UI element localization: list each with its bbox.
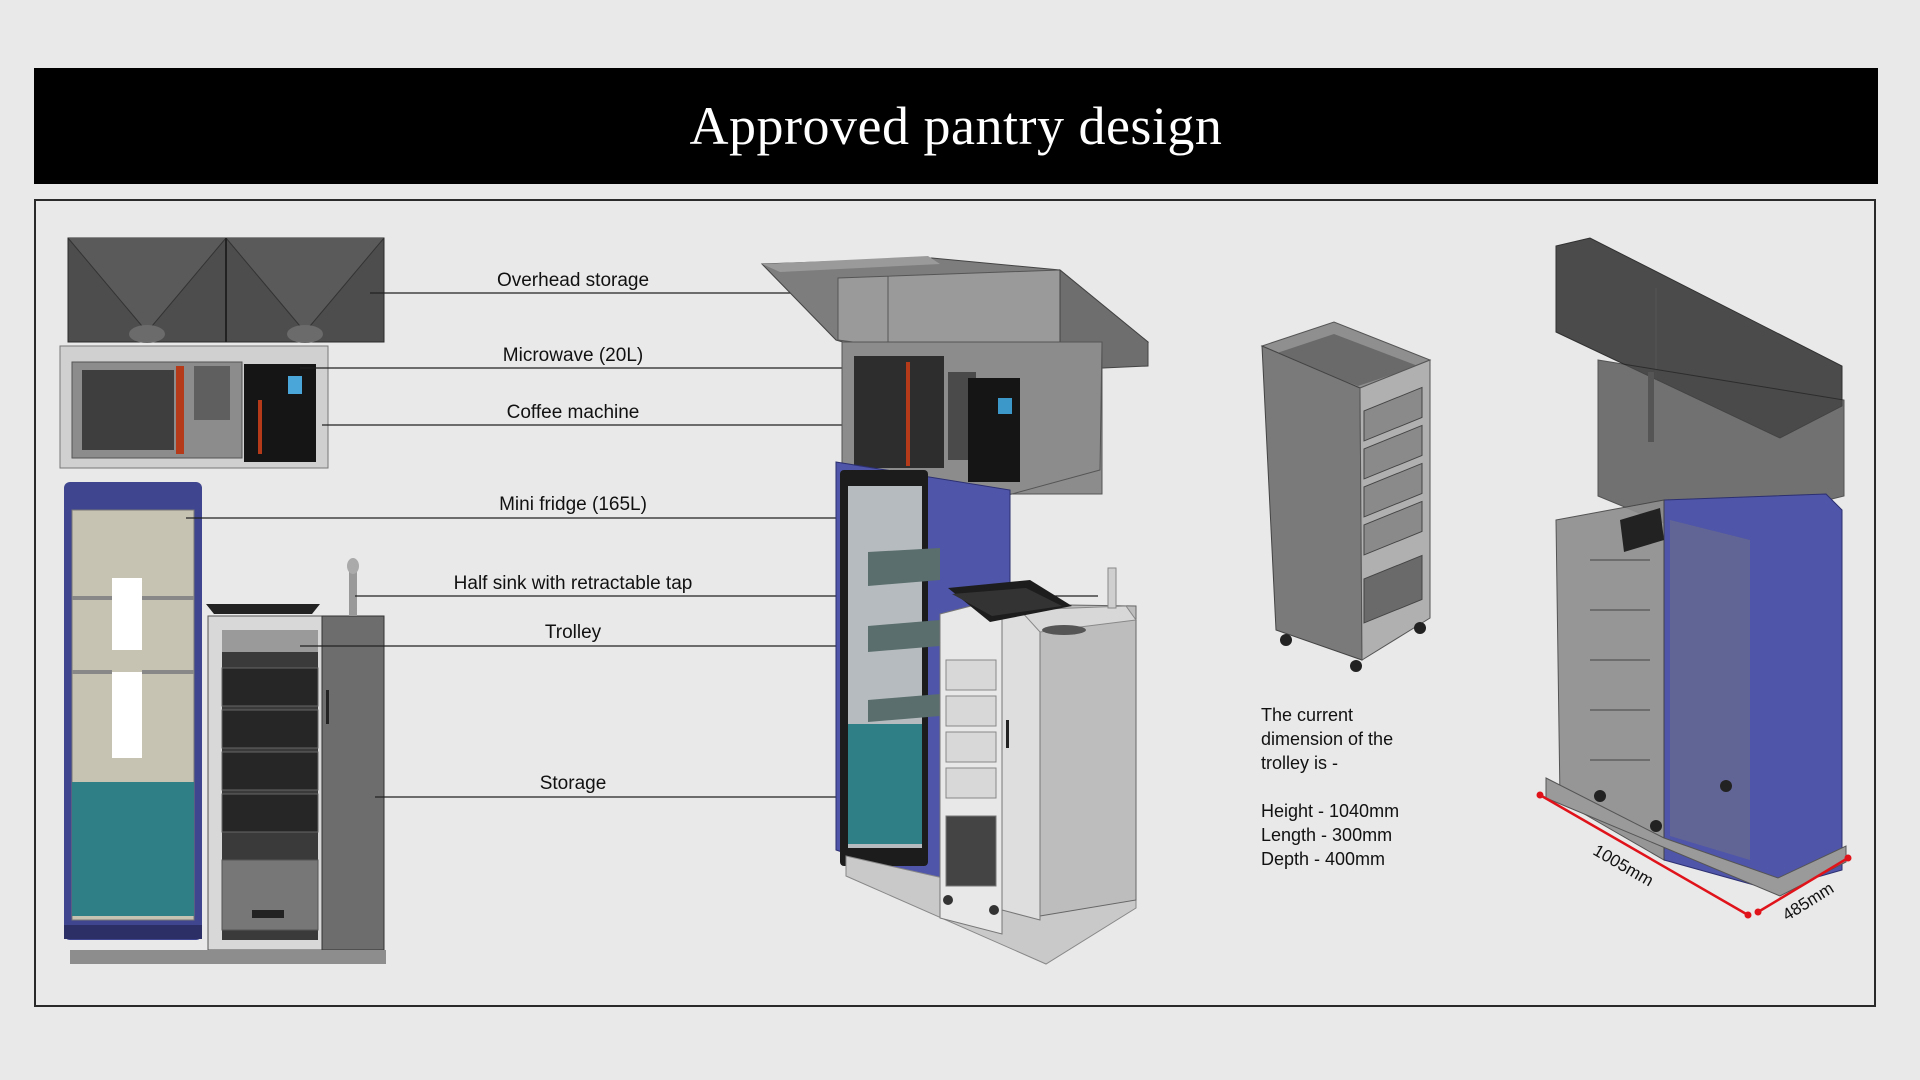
label-overhead-storage: Overhead storage <box>496 270 650 291</box>
dimension-lines <box>1536 791 1852 919</box>
label-half-sink: Half sink with retractable tap <box>453 573 693 594</box>
label-microwave: Microwave (20L) <box>502 345 644 366</box>
front-trolley-storage <box>70 558 386 964</box>
content-frame <box>34 199 1876 1007</box>
label-mini-fridge: Mini fridge (165L) <box>499 494 647 515</box>
trolley-dimension-note: The current dimension of the trolley is … <box>1261 703 1399 871</box>
front-elevation <box>59 237 386 964</box>
dimension-length: Length - 300mm <box>1261 825 1393 845</box>
title-bar: Approved pantry design <box>34 68 1878 184</box>
front-overhead-storage <box>67 237 385 343</box>
front-microwave-unit <box>59 345 329 469</box>
page-title: Approved pantry design <box>689 96 1223 156</box>
transparent-isometric <box>1545 237 1847 897</box>
front-mini-fridge <box>64 482 202 940</box>
dimension-intro-line: trolley is - <box>1261 753 1339 773</box>
label-storage: Storage <box>539 773 607 794</box>
standalone-trolley <box>1260 321 1432 672</box>
dimension-height: Height - 1040mm <box>1261 801 1400 821</box>
label-trolley: Trolley <box>544 622 602 643</box>
dimension-intro-line: dimension of the <box>1261 729 1394 749</box>
isometric-assembly <box>760 256 1150 965</box>
dimension-depth: Depth - 400mm <box>1261 849 1386 869</box>
dimension-intro-line: The current <box>1261 705 1354 725</box>
label-coffee-machine: Coffee machine <box>506 402 640 423</box>
